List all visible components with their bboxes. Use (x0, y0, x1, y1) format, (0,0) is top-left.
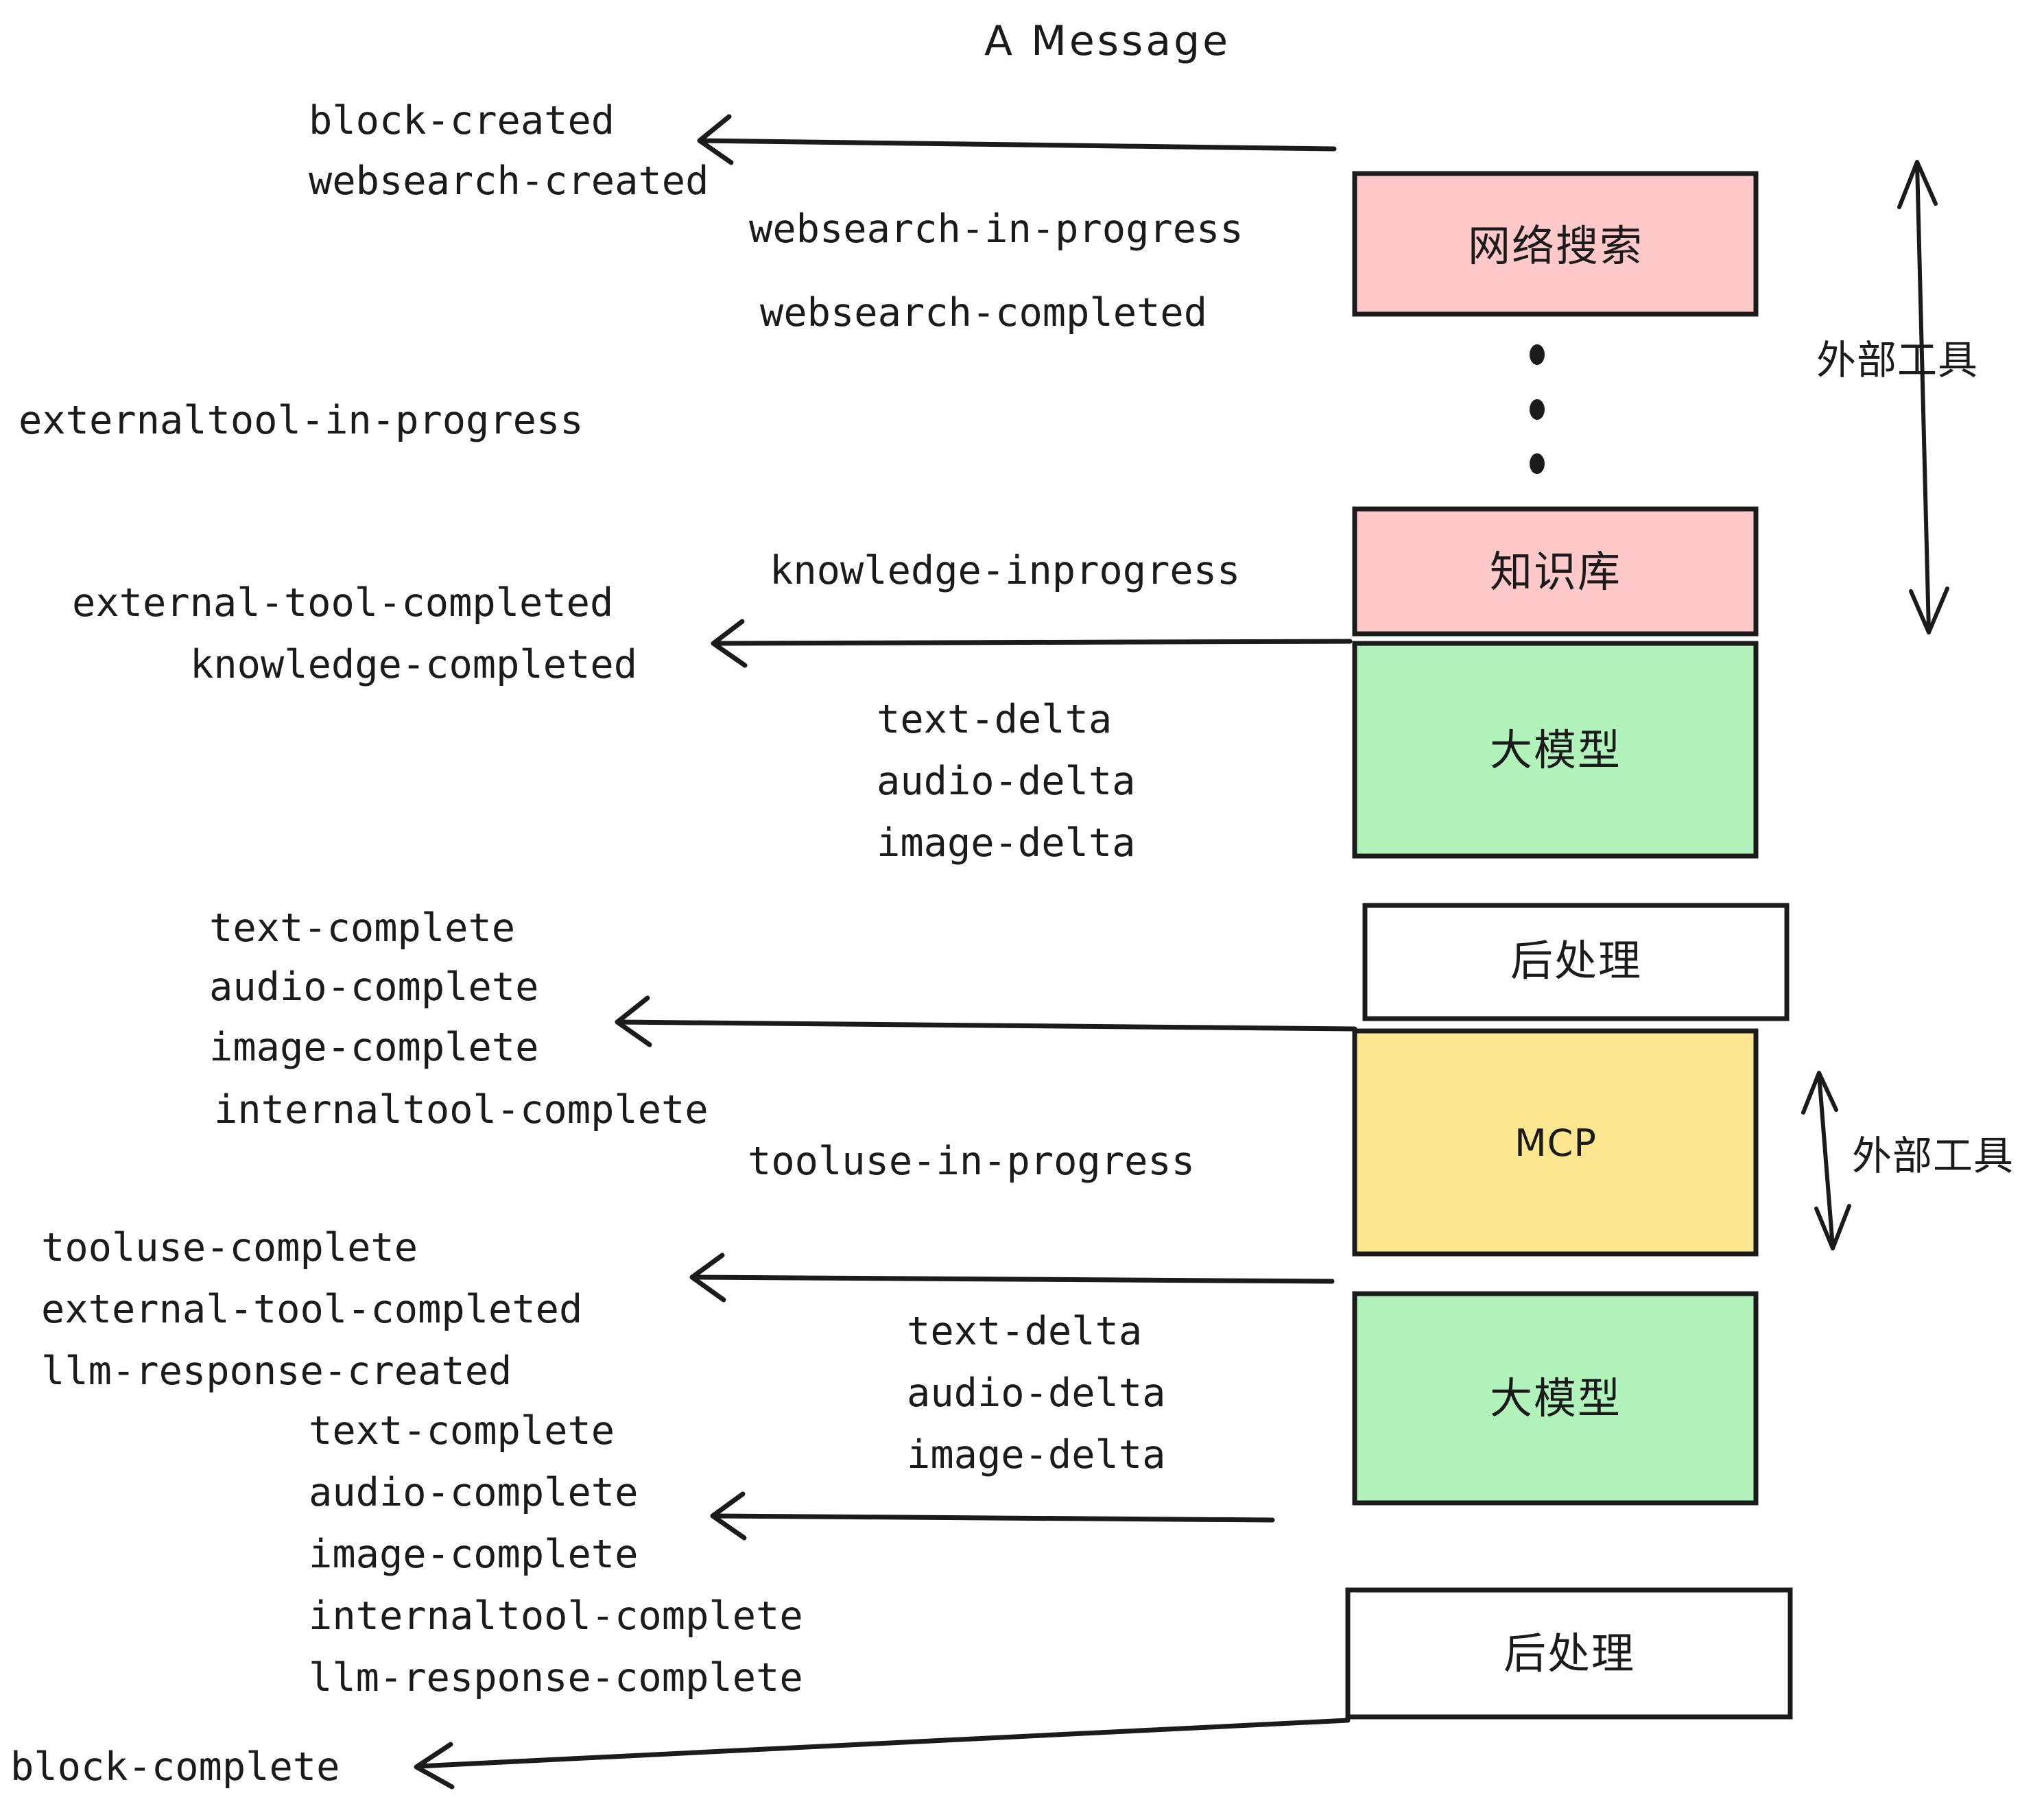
event-image-complete-1: image-complete (209, 1025, 538, 1070)
event-internaltool-complete-1: internaltool-complete (214, 1087, 709, 1132)
event-block-complete: block-complete (10, 1744, 340, 1790)
external-tools-top-label: 外部工具 (1816, 337, 1978, 383)
event-audio-delta-2: audio-delta (907, 1370, 1166, 1416)
event-image-complete-2: image-complete (309, 1532, 638, 1577)
node-websearch-box (1352, 171, 1759, 317)
event-websearch-completed: websearch-completed (760, 290, 1207, 335)
node-mcp-label: MCP (1514, 1121, 1597, 1165)
vertical-ellipsis-icon (1530, 344, 1545, 474)
node-llm-top-label: 大模型 (1490, 725, 1621, 775)
event-knowledge-inprogress: knowledge-inprogress (770, 548, 1240, 593)
event-llm-response-complete: llm-response-complete (309, 1655, 803, 1700)
node-websearch-label: 网络搜索 (1468, 221, 1643, 271)
event-websearch-in-progress: websearch-in-progress (749, 206, 1244, 252)
node-llm-bottom-box (1352, 1291, 1759, 1506)
node-knowledge-label: 知识库 (1490, 547, 1621, 597)
event-text-delta-2: text-delta (907, 1309, 1142, 1354)
event-tooluse-in-progress: tooluse-in-progress (748, 1139, 1195, 1184)
node-post-bottom-label: 后处理 (1504, 1628, 1635, 1678)
arrow-knowledge-completed (711, 619, 1353, 668)
event-websearch-created: websearch-created (309, 158, 709, 204)
node-llm-top-box (1352, 641, 1759, 859)
external-tools-bottom-label: 外部工具 (1852, 1132, 2014, 1179)
event-externaltool-in-progress: externaltool-in-progress (19, 398, 584, 443)
node-post-top-label: 后处理 (1510, 936, 1642, 986)
arrow-websearch-created (697, 114, 1337, 165)
event-internaltool-complete-2: internaltool-complete (309, 1593, 803, 1639)
event-block-created: block-created (309, 98, 615, 143)
node-mcp-box (1352, 1028, 1759, 1257)
event-llm-response-created: llm-response-created (41, 1349, 512, 1394)
event-knowledge-completed: knowledge-completed (190, 642, 637, 687)
node-knowledge-box (1352, 506, 1759, 637)
page-title: A Message (984, 17, 1231, 65)
node-llm-bottom-label: 大模型 (1490, 1373, 1621, 1423)
event-text-complete-1: text-complete (209, 905, 515, 951)
event-text-complete-2: text-complete (309, 1408, 615, 1453)
event-audio-complete-1: audio-complete (209, 964, 538, 1010)
external-tools-top-arrow (1897, 160, 1949, 634)
arrow-block-complete (414, 1718, 1351, 1790)
event-image-delta-2: image-delta (907, 1432, 1166, 1477)
arrow-audio-complete (710, 1491, 1275, 1541)
event-image-delta-1: image-delta (877, 820, 1136, 866)
external-tools-bottom-arrow (1801, 1071, 1851, 1250)
event-external-tool-completed-1: external-tool-completed (72, 580, 613, 626)
arrow-tooluse-complete (689, 1253, 1335, 1303)
event-audio-delta-1: audio-delta (877, 759, 1136, 804)
arrow-image-complete (615, 995, 1357, 1047)
event-tooluse-complete: tooluse-complete (41, 1225, 418, 1270)
node-post-top-box (1362, 903, 1790, 1021)
node-post-bottom-box (1345, 1587, 1793, 1720)
event-external-tool-completed-2: external-tool-completed (41, 1287, 582, 1332)
event-text-delta-1: text-delta (877, 697, 1112, 742)
event-audio-complete-2: audio-complete (309, 1470, 638, 1515)
